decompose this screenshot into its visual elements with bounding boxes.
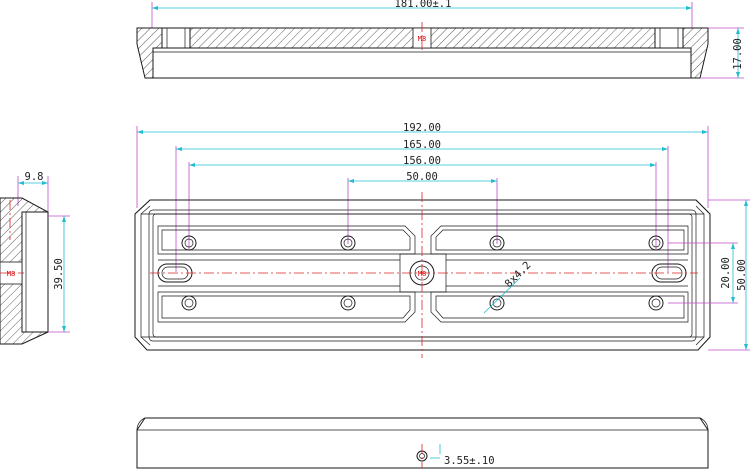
top-thread-label: M8 bbox=[418, 35, 426, 43]
main-view: 192.00 165.00 156.00 50.00 bbox=[134, 122, 750, 358]
top-width-dim: 181.00±.1 bbox=[395, 0, 452, 10]
hole-upper-row bbox=[181, 235, 664, 251]
top-view: 181.00±.1 M8 17.00 bbox=[136, 0, 744, 79]
side-thread-label: M8 bbox=[7, 270, 15, 278]
bottom-view: 3.55±.10 bbox=[136, 417, 709, 469]
bottom-hole-dim: 3.55±.10 bbox=[444, 455, 495, 467]
side-width-dim: 9.8 bbox=[25, 171, 44, 183]
side-view: 9.8 M8 39.50 bbox=[0, 171, 70, 345]
inner-slots-dim: 156.00 bbox=[403, 155, 441, 167]
center-holes-dim: 50.00 bbox=[406, 171, 438, 183]
slot-callout: 8x4.2 bbox=[503, 259, 534, 290]
overall-height-dim: 50.00 bbox=[736, 259, 748, 291]
overall-width-dim: 192.00 bbox=[403, 122, 441, 134]
top-height-dim: 17.00 bbox=[732, 38, 744, 70]
hole-lower-row bbox=[181, 295, 664, 311]
hole-pitch-dim: 20.00 bbox=[720, 257, 732, 289]
outer-holes-dim: 165.00 bbox=[403, 139, 441, 151]
side-height-dim: 39.50 bbox=[53, 258, 65, 290]
